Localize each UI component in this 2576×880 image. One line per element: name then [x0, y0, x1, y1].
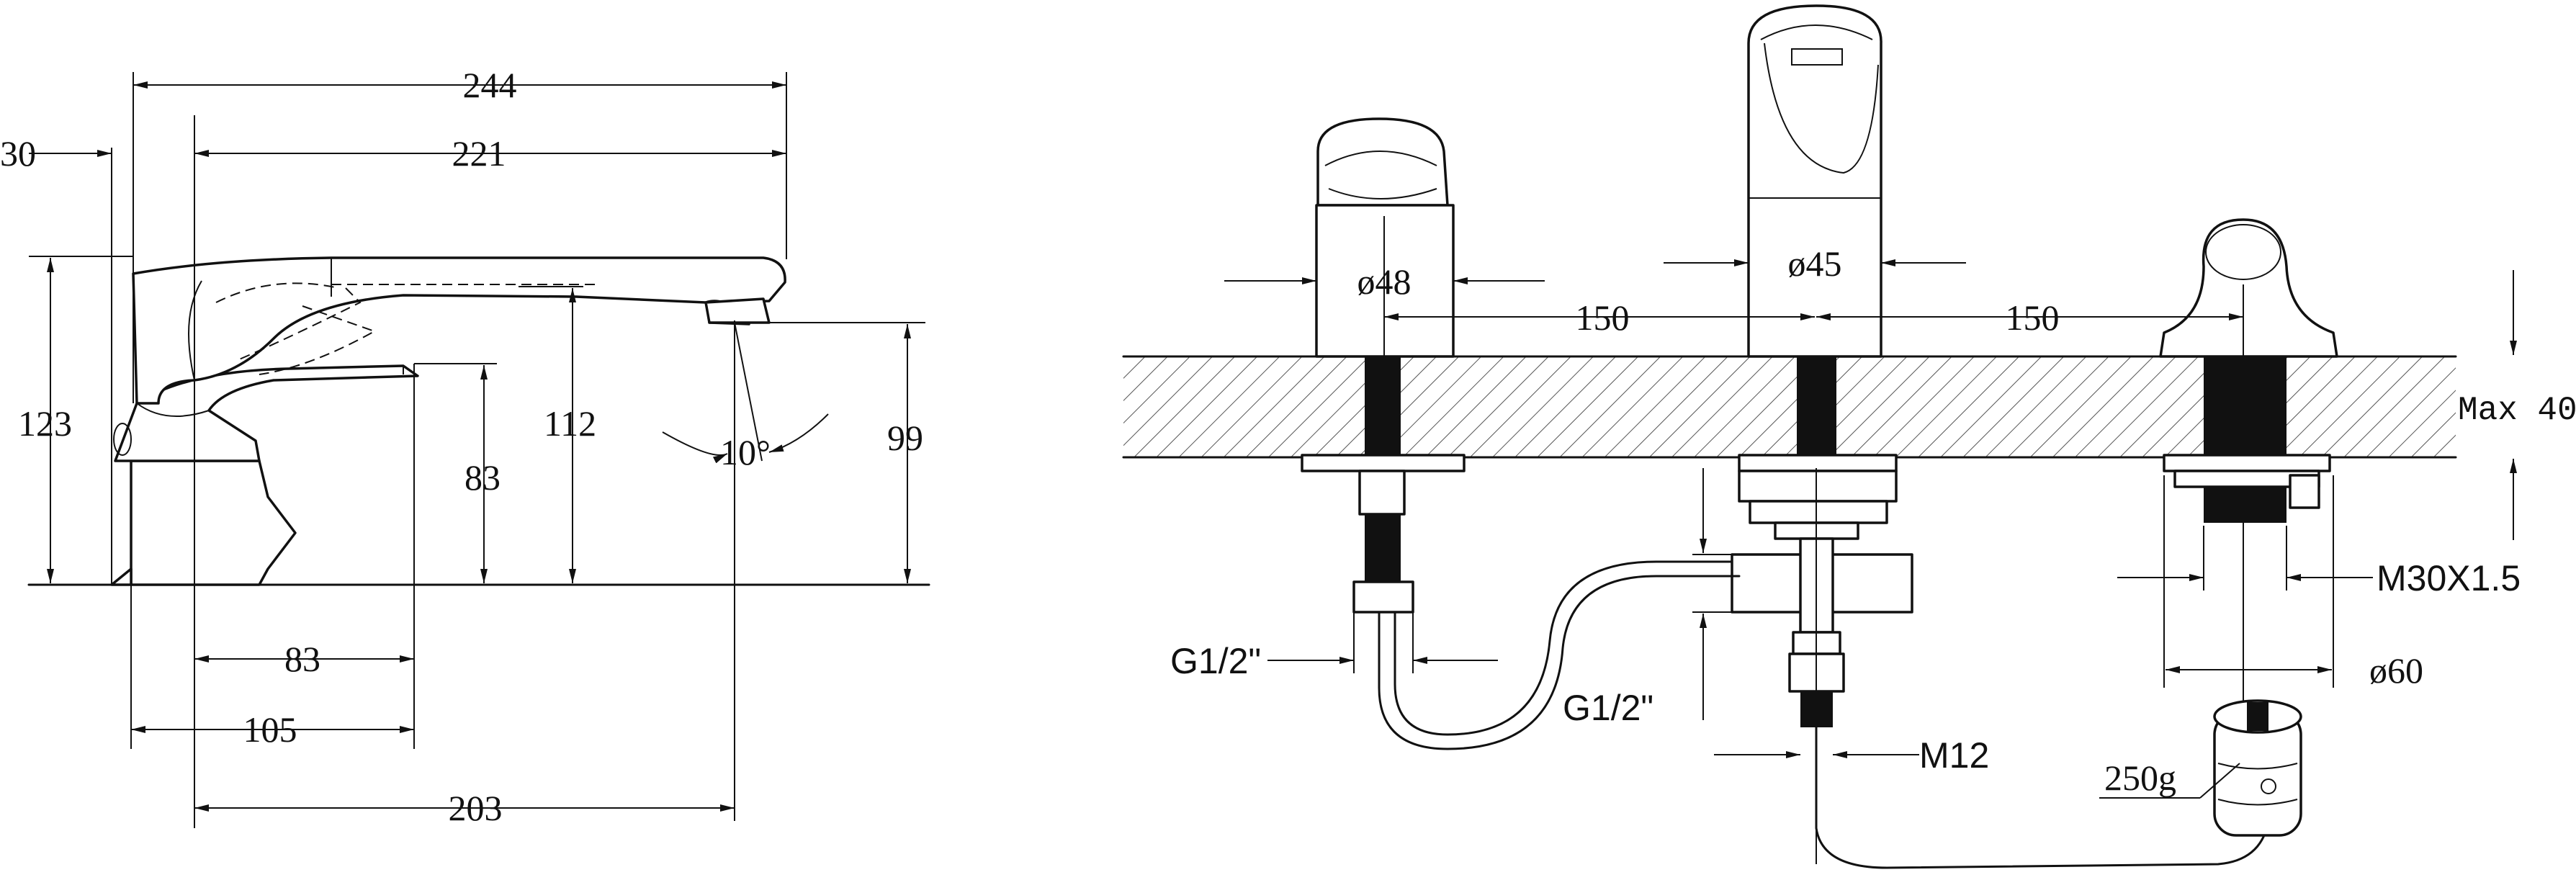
- dim-diam-45: ø45: [1788, 243, 1842, 284]
- dim-thread-m30: M30X1.5: [2377, 558, 2521, 598]
- dim-m12: M12: [1919, 735, 1989, 776]
- dim-112: 112: [544, 403, 596, 444]
- faucet-base: [130, 459, 297, 586]
- dim-spacing-right: 150: [2006, 297, 2060, 338]
- dim-30: 30: [0, 133, 36, 174]
- dim-diam-60: ø60: [2369, 650, 2423, 691]
- center-spout: [1731, 4, 1913, 864]
- flex-hose: [1378, 575, 1741, 750]
- dim-g12-left: G1/2": [1170, 641, 1261, 681]
- dim-max-deck: Max 40: [2458, 392, 2576, 429]
- dim-203: 203: [449, 788, 503, 828]
- dim-angle-10: 10°: [720, 432, 771, 472]
- faucet-spout: [132, 256, 786, 405]
- dim-g12-mid: G1/2": [1563, 688, 1653, 728]
- handle-lever: [114, 364, 419, 462]
- weight: [2213, 699, 2302, 837]
- dim-221: 221: [452, 133, 506, 174]
- front-view: ø48 ø45 150 150 Max 40 M30X1.5 ø60 G1/2": [1122, 4, 2576, 869]
- side-view: 244 221 30 123 83 112 99 10° 83 1: [0, 65, 930, 828]
- dim-244: 244: [463, 65, 517, 105]
- dim-83-horizontal: 83: [284, 639, 320, 679]
- label-weight: 250g: [2104, 758, 2176, 798]
- dim-105: 105: [243, 709, 297, 750]
- dim-83-vertical: 83: [465, 457, 501, 498]
- right-handle-valve: [2159, 218, 2338, 735]
- dim-123: 123: [18, 403, 72, 444]
- sensor-cable: [1815, 726, 2270, 869]
- dim-spacing-left: 150: [1576, 297, 1630, 338]
- dim-99: 99: [887, 418, 923, 458]
